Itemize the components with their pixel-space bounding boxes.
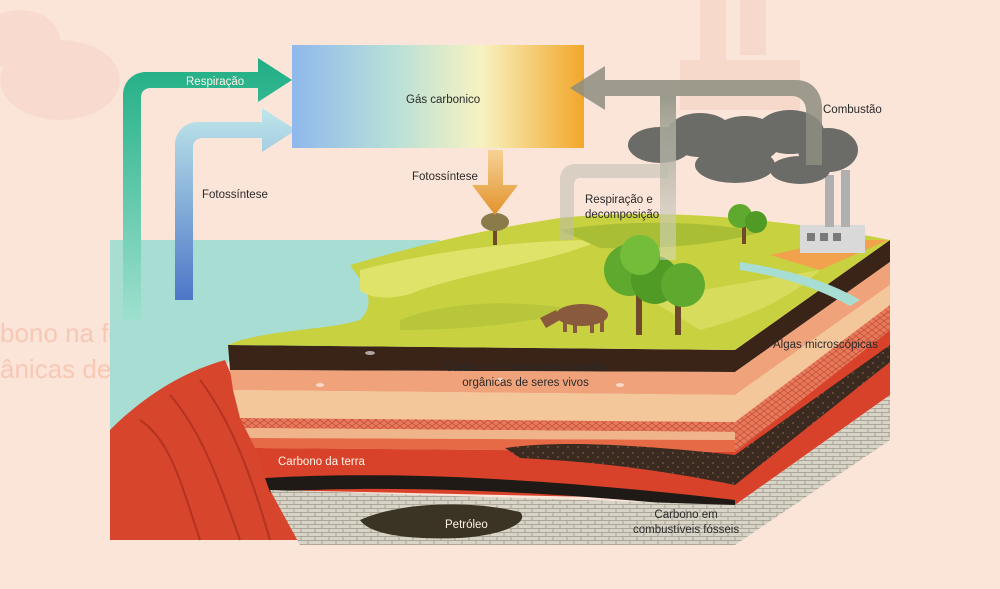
microalgae-label: Algas microscópicas: [773, 339, 878, 351]
petroleum-label: Petróleo: [445, 519, 488, 531]
organic-carbon-label: Carbono na forma de moéculas orgânicas d…: [445, 362, 607, 389]
photosynthesis-arrow: [175, 108, 296, 300]
combustion-label: Combustão: [823, 104, 882, 116]
sea: [110, 240, 440, 540]
respiration-decomposition-label: Respiração e decomposição: [585, 194, 660, 221]
soil-layers-side: [735, 240, 890, 545]
carbon-gas-label: Gás carbonico: [406, 94, 481, 106]
factory: [770, 170, 888, 270]
carbon-gas-box: [292, 45, 584, 148]
photosynthesis-center-label: Fotossíntese: [412, 171, 478, 183]
photosynthesis-down-arrow: [472, 150, 518, 215]
earth-carbon-label: Carbono da terra: [278, 456, 365, 468]
combustion-arrow: [570, 66, 822, 165]
soil-layers-front: [228, 345, 735, 545]
trees: [481, 204, 767, 335]
fossil-fuels-label: Carbono em combustíveis fósseis: [633, 509, 740, 536]
horse: [540, 304, 608, 333]
photosynthesis-left-label: Fotossíntese: [202, 189, 268, 201]
respiration-arrow: [123, 58, 292, 320]
respiration-label: Respiração: [186, 76, 245, 88]
